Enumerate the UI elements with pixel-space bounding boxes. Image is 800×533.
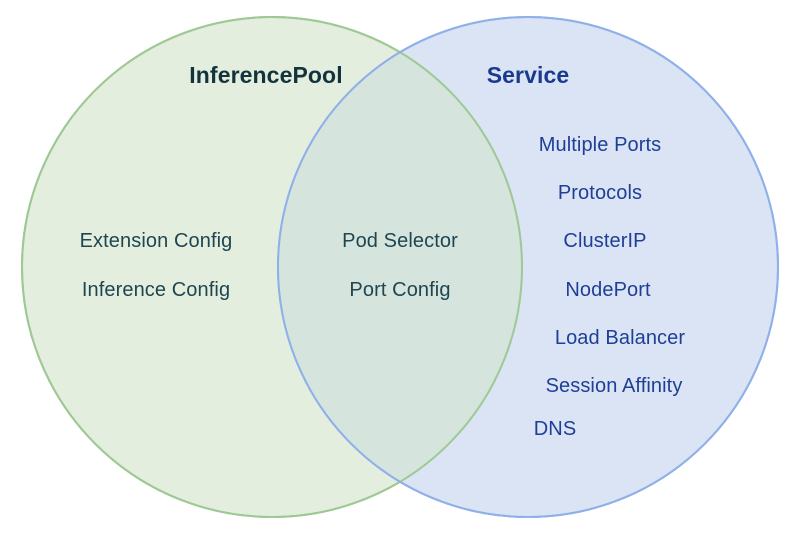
intersection-item-pod-selector: Pod Selector bbox=[342, 230, 458, 252]
inferencepool-circle-outline bbox=[21, 16, 523, 518]
service-item-session-affinity: Session Affinity bbox=[545, 375, 683, 397]
service-title: Service bbox=[486, 62, 570, 88]
intersection-fill bbox=[278, 17, 522, 517]
service-item-clusterip: ClusterIP bbox=[563, 230, 647, 252]
inferencepool-item-extension-config: Extension Config bbox=[79, 230, 233, 252]
intersection-region[interactable] bbox=[278, 17, 778, 517]
inferencepool-item-inference-config: Inference Config bbox=[81, 279, 231, 301]
inferencepool-title: InferencePool bbox=[189, 62, 343, 88]
service-item-load-balancer: Load Balancer bbox=[554, 327, 686, 349]
service-item-protocols: Protocols bbox=[557, 182, 643, 204]
service-item-nodeport: NodePort bbox=[565, 279, 651, 301]
service-circle-outline bbox=[277, 16, 779, 518]
service-item-dns: DNS bbox=[533, 418, 577, 440]
intersection-item-port-config: Port Config bbox=[349, 279, 451, 301]
service-item-multiple-ports: Multiple Ports bbox=[538, 134, 662, 156]
